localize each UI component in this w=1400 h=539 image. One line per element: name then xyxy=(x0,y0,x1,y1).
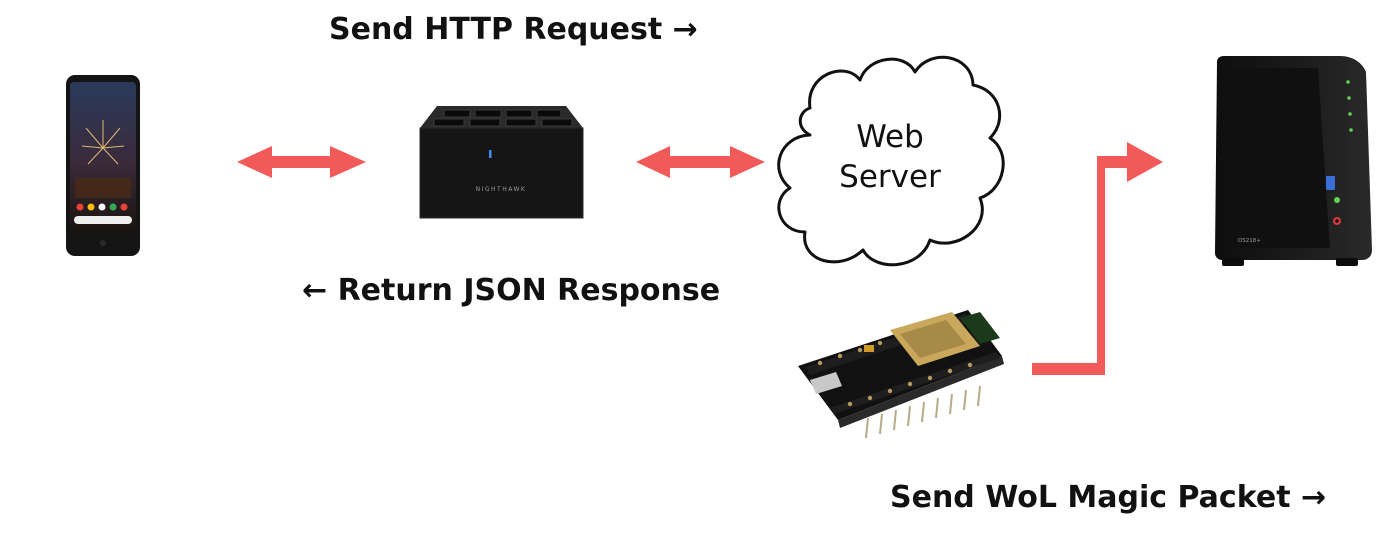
router-brand-label: NIGHTHAWK xyxy=(476,186,527,193)
smartphone-icon xyxy=(66,75,140,256)
web-server-label-line1: Web xyxy=(856,119,924,155)
send-http-request-label: Send HTTP Request → xyxy=(329,12,698,47)
nas-icon: DS218+ xyxy=(1215,56,1372,266)
bidirectional-arrow-phone-router xyxy=(237,146,366,178)
cloud-icon: Web Server xyxy=(777,55,1005,267)
nas-model-label: DS218+ xyxy=(1238,238,1261,244)
mesh-router-icon: NIGHTHAWK xyxy=(419,106,584,219)
web-server-label-line2: Server xyxy=(839,159,941,195)
esp8266-board-icon xyxy=(798,310,1004,439)
send-wol-magic-packet-label: Send WoL Magic Packet → xyxy=(890,480,1327,515)
return-json-response-label: ← Return JSON Response xyxy=(302,273,721,308)
wol-packet-arrow xyxy=(1032,142,1163,375)
bidirectional-arrow-router-server xyxy=(636,146,765,178)
